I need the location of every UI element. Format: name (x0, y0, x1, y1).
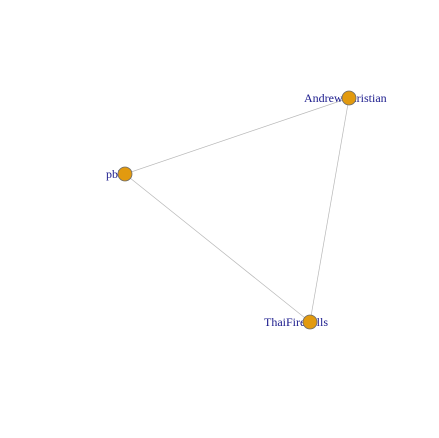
edges-layer (124, 97, 350, 323)
node-pbb[interactable]: pbb (106, 166, 133, 182)
node-thai[interactable]: ThaiFireballs (264, 314, 328, 330)
node-andrew[interactable]: AndrewChristian (304, 90, 387, 106)
nodes-layer: AndrewChristian pbb ThaiFireballs (106, 90, 387, 330)
node-thai-marker[interactable] (302, 314, 318, 330)
node-thai-label: ThaiFireballs (264, 315, 328, 329)
edge-andrew-thai (309, 97, 350, 323)
node-pbb-marker[interactable] (117, 166, 133, 182)
edge-pbb-thai (124, 173, 311, 323)
edge-andrew-pbb (124, 97, 350, 175)
node-andrew-marker[interactable] (341, 90, 357, 106)
